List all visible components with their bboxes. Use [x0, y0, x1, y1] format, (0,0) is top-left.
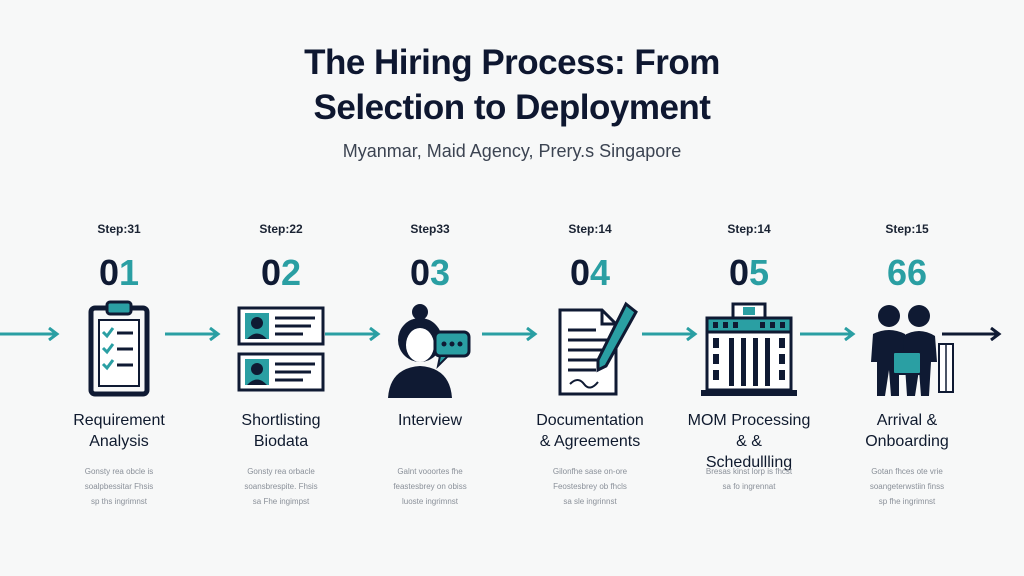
step-label: Step:14: [727, 222, 771, 236]
page-subtitle: Myanmar, Maid Agency, Prery.s Singapore: [342, 141, 682, 161]
step-title: Requirement Analysis: [73, 412, 165, 450]
step-number: 02: [260, 252, 302, 293]
step-number: 04: [569, 252, 611, 293]
step-description: Gonsty rea orbacle soansbrespite. Fhsis …: [244, 467, 318, 506]
step-5: Step:14 05 MOM Processing & & Schedullli…: [674, 222, 824, 494]
arrow-5-6: [800, 327, 856, 341]
step-description: Gilonfhe sase on-ore Feostesbrey ob fhcl…: [552, 467, 628, 506]
step-description: Gonsty rea obcle is soalpbessitar Fhsis …: [84, 467, 154, 506]
step-title: Shortlisting Biodata: [241, 412, 321, 450]
arrow-left-edge: [0, 327, 60, 341]
arrow-4-5: [642, 327, 698, 341]
step-description: Gotan fhces ote vrie soangeterwstiin fin…: [869, 467, 945, 506]
step-label: Step:14: [568, 222, 612, 236]
step-6: Step:15 66 Arrival & Onboarding Gotan fh…: [832, 222, 982, 509]
step-description: Galnt vooortes fhe feastesbrey on obiss …: [393, 467, 467, 506]
step-label: Step:31: [97, 222, 141, 236]
government-building-icon: [701, 302, 797, 396]
arrival-people-icon: [871, 305, 954, 396]
step-description: Bresas kinst lorp is fhcst sa fo ingrenn…: [705, 467, 793, 491]
step-number: 66: [886, 252, 928, 293]
page-title: The Hiring Process: From Selection to De…: [0, 40, 1024, 130]
title-line-1: The Hiring Process: From: [304, 43, 720, 82]
arrow-3-4: [482, 327, 538, 341]
step-title: Interview: [397, 412, 463, 429]
step-2: Step:22 02 Shortlisting Biodata Gonsty r…: [206, 222, 356, 509]
title-line-2: Selection to Deployment: [313, 88, 711, 127]
interview-person-icon: [388, 304, 471, 398]
step-label: Step33: [410, 222, 450, 236]
step-4: Step:14 04 Documentation & Agreements Gi…: [515, 222, 665, 509]
step-number: 03: [409, 252, 451, 293]
arrow-2-3: [325, 327, 381, 341]
biodata-cards-icon: [237, 306, 325, 392]
step-label: Step:15: [885, 222, 929, 236]
step-title: MOM Processing & & Schedullling: [687, 412, 811, 471]
clipboard-checklist-icon: [88, 300, 150, 397]
document-pen-icon: [558, 301, 638, 396]
arrow-right-edge: [942, 327, 1002, 341]
step-title: Arrival & Onboarding: [865, 412, 949, 450]
step-number: 05: [728, 252, 770, 293]
step-1: Step:31 01 Requirement Analysis Gonsty r…: [44, 222, 194, 509]
arrow-1-2: [165, 327, 221, 341]
step-3: Step33 03 Interview Galnt vooortes fhe f…: [355, 222, 505, 509]
step-label: Step:22: [259, 222, 303, 236]
step-number: 01: [98, 252, 140, 293]
step-title: Documentation & Agreements: [536, 412, 644, 450]
